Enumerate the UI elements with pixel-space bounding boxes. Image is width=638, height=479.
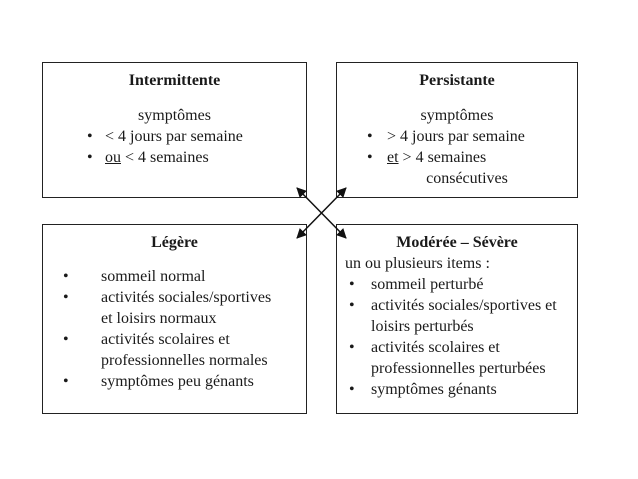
list-item-continuation: professionnelles normales [101,352,268,369]
persistent-box: Persistante symptômes •> 4 jours par sem… [336,62,578,198]
persistent-list: •> 4 jours par semaine •et > 4 semaines [367,126,577,168]
underlined-conjunction: et [387,149,399,166]
list-item: •et > 4 semaines [367,149,487,166]
moderate-severe-title: Modérée – Sévère [396,234,518,251]
intermittent-box: Intermittente symptômes •< 4 jours par s… [42,62,307,198]
underlined-conjunction: ou [105,149,121,166]
list-item: •symptômes peu génants [63,373,254,390]
list-item-continuation: professionnelles perturbées [371,360,546,377]
list-item: •symptômes génants [349,381,497,398]
mild-box: Légère •sommeil normal •activités social… [42,224,307,414]
list-item: •> 4 jours par semaine [367,128,525,145]
list-item: •sommeil perturbé [349,276,484,293]
list-item: •< 4 jours par semaine [87,128,243,145]
list-item: •sommeil normal [63,268,206,285]
intermittent-subtitle: symptômes [138,107,211,124]
list-item: •activités scolaires et [63,331,230,348]
persistent-title: Persistante [419,72,495,89]
diagonal-arrow-line [296,187,347,239]
mild-title: Légère [151,234,198,251]
persistent-subtitle: symptômes [420,107,494,124]
list-item: •activités scolaires et [349,339,500,356]
mild-list: •sommeil normal •activités sociales/spor… [63,266,306,392]
intermittent-list: •< 4 jours par semaine •ou < 4 semaines [87,126,306,168]
list-item-continuation: loisirs perturbés [371,318,474,335]
list-item: •activités sociales/sportives [63,289,272,306]
persistent-continuation: consécutives [426,170,508,187]
list-item: •activités sociales/sportives et [349,297,557,314]
list-item-continuation: et loisirs normaux [101,310,217,327]
moderate-severe-list: •sommeil perturbé •activités sociales/sp… [349,274,577,400]
list-item: •ou < 4 semaines [87,149,209,166]
moderate-severe-box: Modérée – Sévère un ou plusieurs items :… [336,224,578,414]
intermittent-title: Intermittente [128,72,221,89]
moderate-severe-subtitle: un ou plusieurs items : [345,255,490,272]
